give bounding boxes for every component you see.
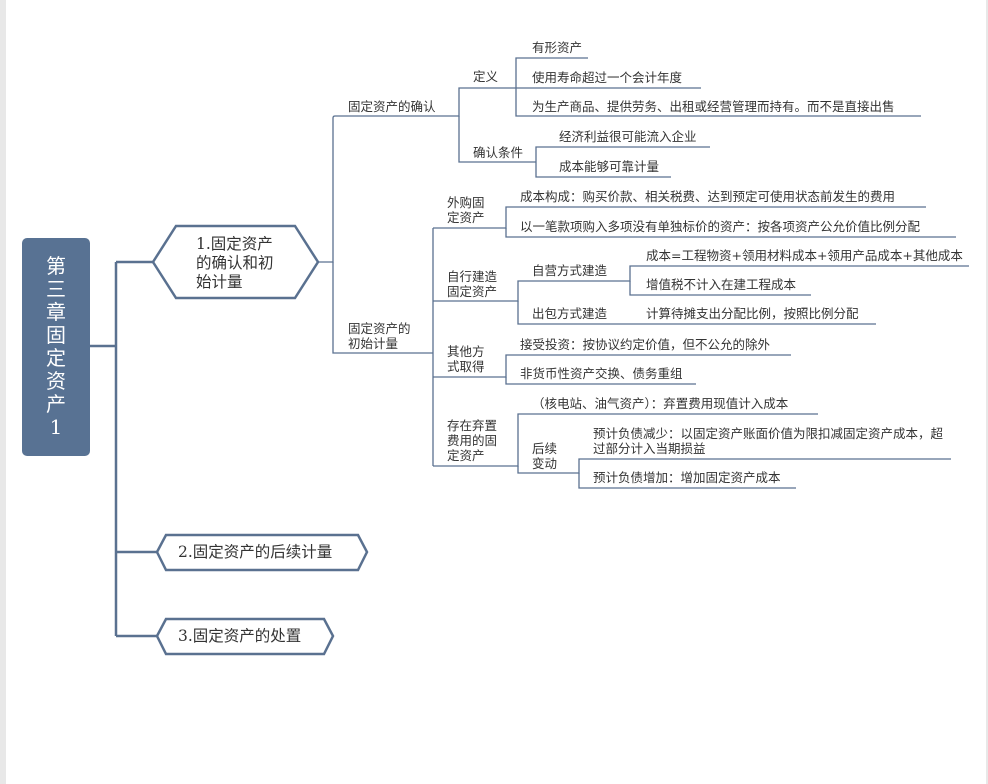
purchased-node[interactable]: 外购固定资产 xyxy=(447,195,485,225)
other-node[interactable]: 其他方式取得 xyxy=(447,344,485,374)
subsequent-node[interactable]: 后续变动 xyxy=(532,441,558,471)
subsequent-item-2[interactable]: 预计负债增加：增加固定资产成本 xyxy=(593,470,781,485)
conditions-item-2[interactable]: 成本能够可靠计量 xyxy=(559,159,660,174)
mindmap-canvas: 第三章固定资产1 1.固定资产的确认和初始计量 2.固定资产的后续计量 3.固定… xyxy=(6,0,986,784)
definition-item-3[interactable]: 为生产商品、提供劳务、出租或经营管理而持有。而不是直接出售 xyxy=(532,99,895,114)
self-operated-node[interactable]: 自营方式建造 xyxy=(532,263,608,278)
conditions-node[interactable]: 确认条件 xyxy=(473,145,524,160)
abandon-node[interactable]: 存在弃置费用的固定资产 xyxy=(447,418,498,463)
connector-lines xyxy=(90,57,969,656)
abandon-item[interactable]: （核电站、油气资产）：弃置费用现值计入成本 xyxy=(532,396,789,411)
branch-3-label[interactable]: 3.固定资产的处置 xyxy=(178,627,302,645)
contracted-item-1[interactable]: 计算待摊支出分配比例，按照比例分配 xyxy=(646,306,859,321)
branch2-hexagon xyxy=(155,533,369,572)
purchased-item-1[interactable]: 成本构成：购买价款、相关税费、达到预定可使用状态前发生的费用 xyxy=(520,189,896,204)
root-node[interactable]: 第三章固定资产1 xyxy=(22,238,90,456)
self-built-node[interactable]: 自行建造固定资产 xyxy=(447,269,498,299)
self-operated-item-1[interactable]: 成本=工程物资+领用材料成本+领用产品成本+其他成本 xyxy=(646,248,963,263)
branch-1-label[interactable]: 1.固定资产的确认和初始计量 xyxy=(196,235,274,291)
branch-2-label[interactable]: 2.固定资产的后续计量 xyxy=(178,543,333,561)
conditions-item-1[interactable]: 经济利益很可能流入企业 xyxy=(559,129,697,144)
self-operated-item-2[interactable]: 增值税不计入在建工程成本 xyxy=(646,277,797,292)
recognition-node[interactable]: 固定资产的确认 xyxy=(348,99,436,114)
definition-item-1[interactable]: 有形资产 xyxy=(532,40,583,55)
initial-node[interactable]: 固定资产的初始计量 xyxy=(348,321,411,351)
subsequent-item-1[interactable]: 预计负债减少：以固定资产账面价值为限扣减固定资产成本，超过部分计入当期损益 xyxy=(593,426,944,456)
branch3-hexagon xyxy=(155,617,335,656)
root-label: 第三章固定资产1 xyxy=(46,254,66,439)
other-item-2[interactable]: 非货币性资产交换、债务重组 xyxy=(520,366,683,381)
contracted-node[interactable]: 出包方式建造 xyxy=(532,306,608,321)
other-item-1[interactable]: 接受投资：按协议约定价值，但不公允的除外 xyxy=(520,337,771,352)
definition-item-2[interactable]: 使用寿命超过一个会计年度 xyxy=(532,70,683,85)
purchased-item-2[interactable]: 以一笔款项购入多项没有单独标价的资产：按各项资产公允价值比例分配 xyxy=(520,219,921,234)
definition-node[interactable]: 定义 xyxy=(473,69,499,84)
